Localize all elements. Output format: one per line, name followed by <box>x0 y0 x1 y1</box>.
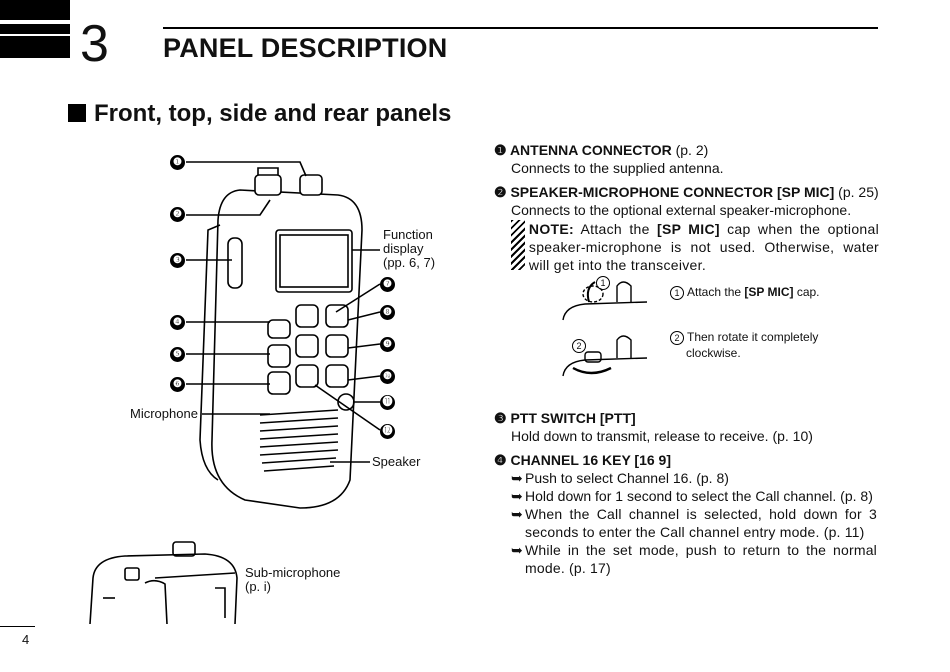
item-2-title: SPEAKER-MICROPHONE CONNECTOR [SP MIC] <box>510 184 835 200</box>
chapter-title: PANEL DESCRIPTION <box>163 33 448 63</box>
item-2: ❷ SPEAKER-MICROPHONE CONNECTOR [SP MIC] … <box>494 183 879 274</box>
bullet-item: ➥Push to select Channel 16. (p. 8) <box>511 470 729 486</box>
item-1-body: Connects to the supplied antenna. <box>511 160 724 176</box>
radio-front-diagram <box>186 161 381 509</box>
callout-7: ❼ <box>380 277 395 292</box>
section-title: Front, top, side and rear panels <box>68 100 451 128</box>
callout-11: ⓫ <box>380 395 395 410</box>
callout-2: ❷ <box>170 207 185 222</box>
item-3-marker: ❸ <box>494 410 507 426</box>
callout-4: ❹ <box>170 315 185 330</box>
bullet-item: ➥While in the set mode, push to return t… <box>511 542 877 576</box>
item-2-marker: ❷ <box>494 184 507 200</box>
item-4: ❹ CHANNEL 16 KEY [16 9] ➥Push to select … <box>494 451 879 577</box>
callout-10: ❿ <box>380 369 395 384</box>
figure-step-2-number: 2 <box>572 339 586 353</box>
note-hatch-icon <box>511 220 525 270</box>
item-2-ref: (p. 25) <box>834 184 879 200</box>
item-1-marker: ❶ <box>494 142 507 158</box>
item-1-title: ANTENNA CONNECTOR <box>509 142 672 158</box>
figure-step-1-number: 1 <box>596 276 610 290</box>
chapter-number: 3 <box>80 15 109 73</box>
sub-microphone-label: Sub-microphone (p. i) <box>245 565 341 594</box>
page-number: 4 <box>22 632 30 647</box>
item-2-body: Connects to the optional external speake… <box>511 202 852 218</box>
sp-mic-cap-figure <box>562 281 648 377</box>
speaker-label: Speaker <box>372 454 421 469</box>
section-square-icon <box>68 104 86 122</box>
chapter-tab-stripe <box>0 24 70 34</box>
bullet-item: ➥When the Call channel is selected, hold… <box>511 506 877 540</box>
callout-5: ❺ <box>170 347 185 362</box>
item-3-title: PTT SWITCH [PTT] <box>510 410 636 426</box>
footer-rule <box>0 626 35 627</box>
item-1-ref: (p. 2) <box>671 142 709 158</box>
callout-3: ❸ <box>170 253 185 268</box>
chapter-tab-block-lower <box>0 36 70 58</box>
callout-1: ❶ <box>170 155 185 170</box>
bullet-item: ➥Hold down for 1 second to select the Ca… <box>511 488 873 504</box>
rear-panel-diagram <box>89 541 238 624</box>
chapter-tab-block <box>0 0 70 20</box>
callout-6: ❻ <box>170 377 185 392</box>
note-text: NOTE: Attach the [SP MIC] cap when the o… <box>528 221 880 273</box>
callout-12: ⓬ <box>380 424 395 439</box>
microphone-label: Microphone <box>130 406 198 421</box>
item-1: ❶ ANTENNA CONNECTOR (p. 2) Connects to t… <box>494 141 879 177</box>
section-title-text: Front, top, side and rear panels <box>94 100 452 127</box>
item-3-body: Hold down to transmit, release to receiv… <box>511 428 813 444</box>
item-4-marker: ❹ <box>494 452 507 468</box>
title-rule <box>163 27 878 29</box>
callout-8: ❽ <box>380 305 395 320</box>
item-3: ❸ PTT SWITCH [PTT] Hold down to transmit… <box>494 409 879 445</box>
note-block: NOTE: Attach the [SP MIC] cap when the o… <box>494 220 879 274</box>
callout-9: ❾ <box>380 337 395 352</box>
function-display-label: Function display (pp. 6, 7) <box>383 227 436 270</box>
item-4-title: CHANNEL 16 KEY [16 9] <box>510 452 671 468</box>
